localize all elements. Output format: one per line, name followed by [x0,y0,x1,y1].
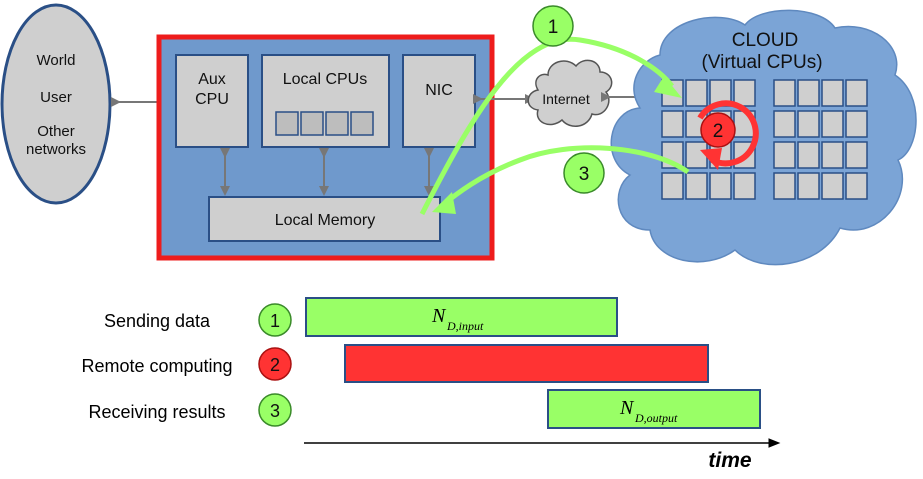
cloud-shape [610,9,917,266]
bar-receiving-subscript: D,output [634,411,678,425]
virtual-cpu-cell [685,172,708,200]
timeline-step-badge-label: 3 [270,401,280,421]
virtual-cpu-cell [709,172,732,200]
local-cpu-cell [300,111,324,136]
timeline-step-badge-label: 2 [270,355,280,375]
local-system: Aux CPU Local CPUs NIC Local Memory [156,34,495,261]
world-node: World User Other networks [0,3,112,205]
step-badge-1: 1 [532,5,574,47]
local-memory-box [208,196,441,242]
virtual-cpu-cell [821,172,844,200]
timeline: Sending data 1 N D,input Remote computin… [81,297,781,472]
virtual-cpu-cell [821,79,844,107]
timeline-step-badge [258,303,292,337]
step-badge-2-label: 2 [713,121,724,142]
virtual-cpu-cell [661,172,684,200]
aux-cpu-label-1: Aux [198,71,226,88]
cloud-title: CLOUD [732,30,799,51]
virtual-cpu-cell [685,79,708,107]
virtual-cpu-cell [773,110,796,138]
networks-label: networks [26,141,86,158]
timeline-step-badge-label: 1 [270,311,280,331]
virtual-cpu-cell [661,110,684,138]
virtual-cpu-cell [845,79,868,107]
timeline-step-badge [258,393,292,427]
virtual-cpu-cell [773,79,796,107]
compute-loop-arrow [697,100,759,170]
virtual-cpu-cell [797,79,820,107]
virtual-cpu-cell [821,110,844,138]
step-badge-3: 3 [563,152,605,194]
virtual-cpu-cell [773,172,796,200]
timeline-row-label: Remote computing [81,356,232,376]
nic-label: NIC [425,82,453,99]
other-label: Other [37,123,75,140]
bar-sending-subscript: D,input [446,319,484,333]
virtual-cpu-cell [797,110,820,138]
timeline-bar-computing [344,344,709,383]
internet-label: Internet [542,91,590,107]
timeline-bar-sending [305,297,618,337]
virtual-cpu-cell [845,141,868,169]
virtual-cpu-cell [797,141,820,169]
user-label: User [40,89,72,106]
virtual-cpu-cell [845,110,868,138]
virtual-cpu-cell [797,172,820,200]
virtual-cpu-cell [733,79,756,107]
bar-sending-symbol: N [431,305,447,327]
virtual-cpu-cell [733,172,756,200]
aux-cpu-box [175,54,249,148]
aux-cpu-label-2: CPU [195,91,229,108]
virtual-cpu-grid [661,79,868,200]
step-badge-3-label: 3 [579,164,590,185]
local-cpu-cells [275,111,374,136]
receive-arrow [432,145,690,214]
timeline-row-label: Receiving results [88,402,225,422]
timeline-bar-receiving [547,389,761,429]
local-cpus-label: Local CPUs [283,71,367,88]
step-badge-2: 2 [700,112,736,148]
local-cpu-cell [325,111,349,136]
virtual-cpu-cell [685,141,708,169]
cloud-subtitle: (Virtual CPUs) [701,52,822,73]
virtual-cpu-cell [773,141,796,169]
step-badge-1-label: 1 [548,17,559,38]
virtual-cpu-cell [845,172,868,200]
virtual-cpu-cell [821,141,844,169]
local-cpu-cell [275,111,299,136]
timeline-row-label: Sending data [104,311,211,331]
world-label: World [37,52,76,69]
local-cpu-cell [350,111,374,136]
local-memory-label: Local Memory [275,212,375,229]
time-axis-label: time [708,449,752,472]
internet-cloud: Internet [527,59,613,127]
bar-receiving-symbol: N [619,397,635,419]
timeline-step-badge [258,347,292,381]
cloud-node: CLOUD (Virtual CPUs) [610,9,917,266]
